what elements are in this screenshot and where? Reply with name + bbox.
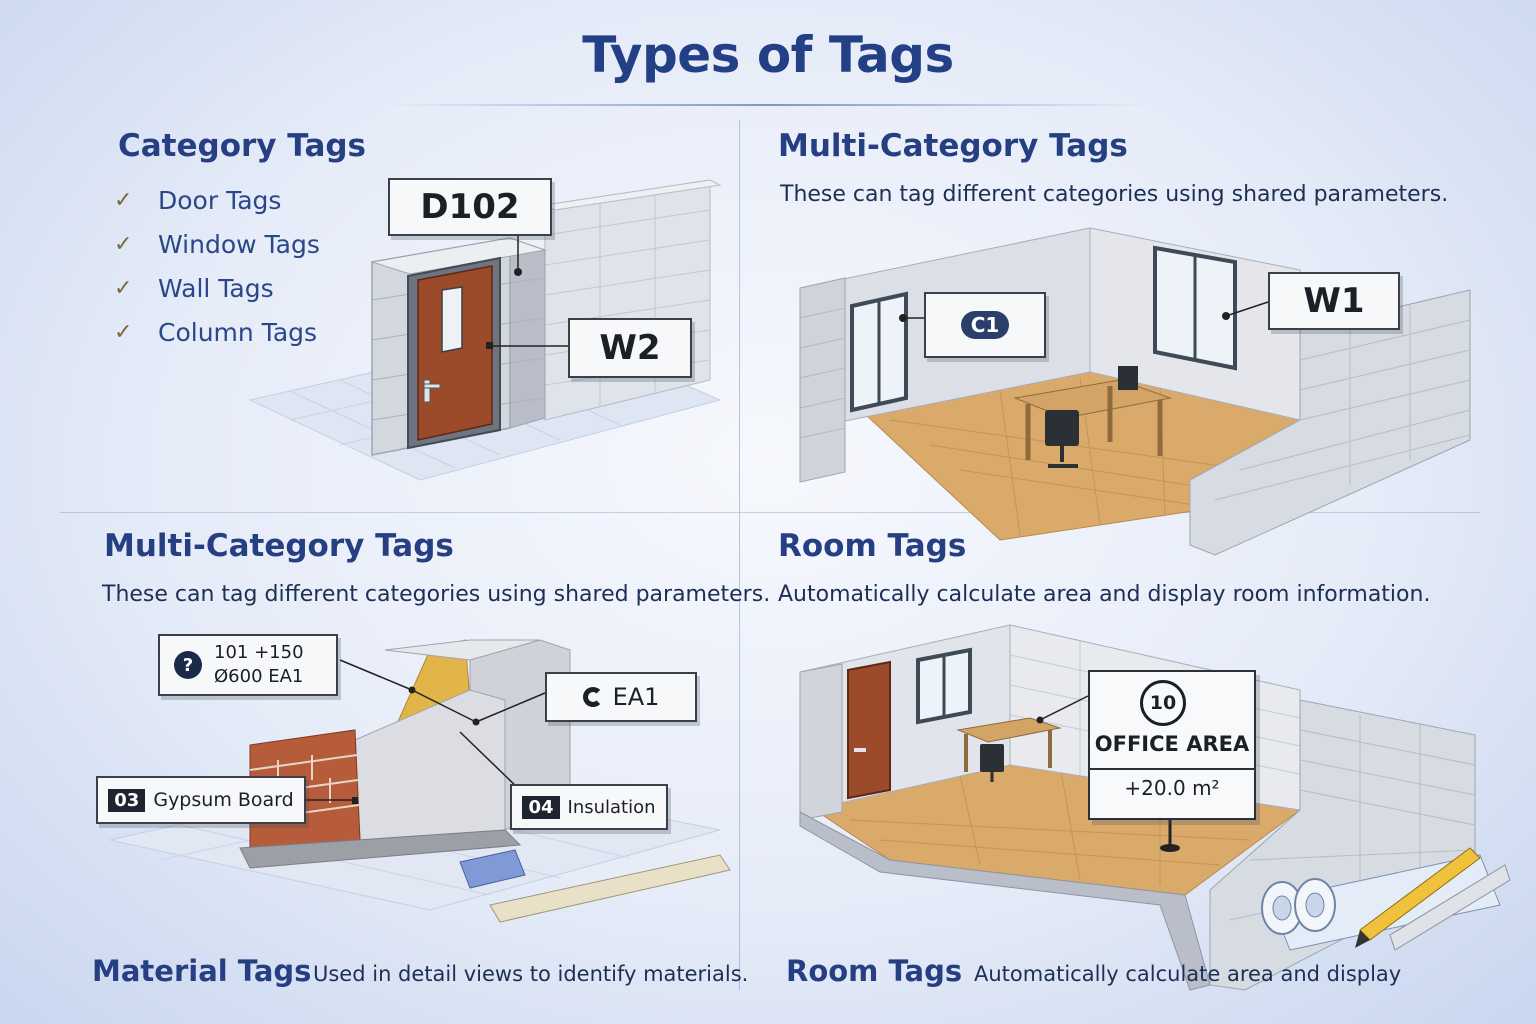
page-title: Types of Tags [582,26,954,84]
room-tags-heading: Room Tags [778,528,967,564]
room-tag: 10 OFFICE AREA +20.0 m² [1088,670,1256,820]
window-tag-c1: C1 [924,292,1046,358]
multi-category-tags-heading: Multi-Category Tags [778,128,1128,164]
door-wall-illustration [248,179,722,481]
list-item: ✓Window Tags [114,229,320,259]
room-name: OFFICE AREA [1094,732,1250,756]
check-icon: ✓ [114,319,133,345]
wall-tag: W2 [568,318,692,378]
check-icon: ✓ [114,231,133,257]
category-tags-heading: Category Tags [118,128,366,164]
horizontal-divider [60,512,1480,513]
room-tag-divider [1090,768,1254,770]
window-tag-w1: W1 [1268,272,1400,330]
room-tags-description: Automatically calculate area and display… [778,582,1431,607]
list-item: ✓Wall Tags [114,273,274,303]
vertical-divider [739,120,740,990]
material-tags-footer-text: Used in detail views to identify materia… [313,962,749,986]
category-tag-list: ✓Door Tags ✓Window Tags ✓Wall Tags ✓Colu… [114,178,320,354]
check-icon: ✓ [114,187,133,213]
room-tags-footer-text: Automatically calculate area and display [974,962,1402,986]
title-underline [390,104,1146,106]
room-number: 10 [1140,680,1186,726]
list-item: ✓Door Tags [114,185,282,215]
door-tag: D102 [388,178,552,236]
multi-category-description: These can tag different categories using… [780,182,1449,207]
tag-pill: C1 [960,311,1010,339]
check-icon: ✓ [114,275,133,301]
multi-category-description-2: These can tag different categories using… [102,582,771,607]
room-area: +20.0 m² [1124,776,1220,800]
insulation-tag: 04 Insulation [510,784,668,830]
spec-tag: ? 101 +150 Ø600 EA1 [158,634,338,696]
swirl-icon [582,687,603,707]
material-tags-footer-heading: Material Tags [92,954,312,988]
room-tags-footer-heading: Room Tags [786,954,963,988]
list-item: ✓Column Tags [114,317,318,347]
ea-tag: EA1 [545,672,697,722]
multi-category-tags-heading-2: Multi-Category Tags [104,528,454,564]
question-icon: ? [174,651,202,679]
gypsum-board-tag: 03 Gypsum Board [96,776,306,824]
